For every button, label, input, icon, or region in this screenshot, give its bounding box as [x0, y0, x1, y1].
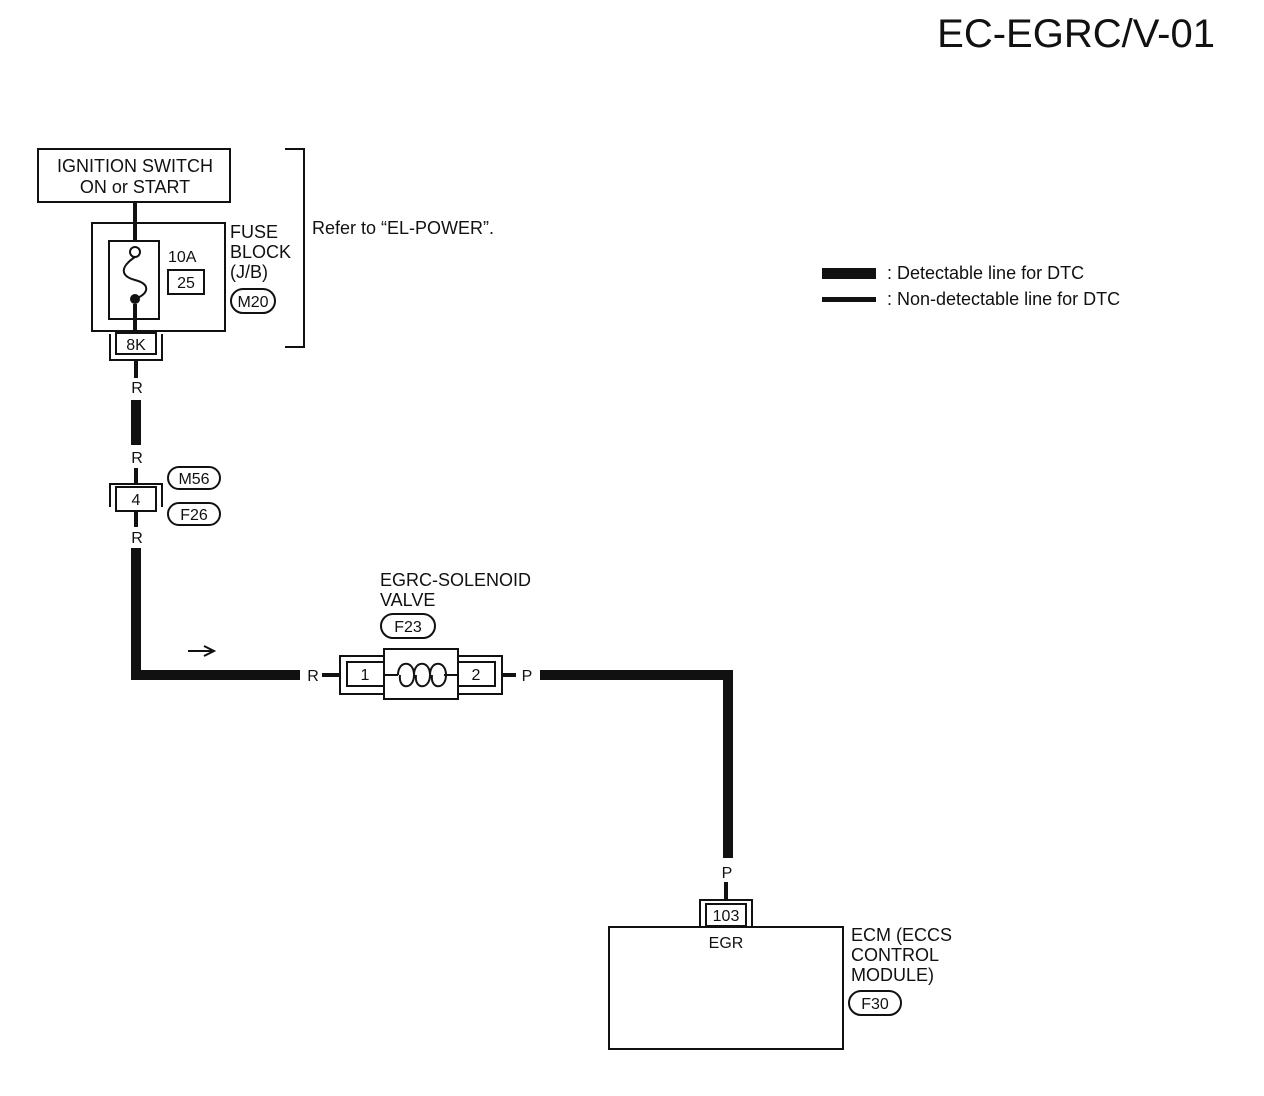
- wire-label-p-from-solenoid: P: [522, 668, 533, 685]
- ecm-terminal: 103: [713, 908, 740, 925]
- ecm: 103 EGR ECM (ECCS CONTROL MODULE) F30: [608, 899, 952, 1050]
- terminal-8k-label: 8K: [126, 337, 146, 354]
- legend-non-detectable-swatch: [822, 297, 876, 302]
- solenoid-connector: F23: [394, 619, 422, 636]
- joint-terminal: 4: [132, 492, 141, 509]
- refer-bracket: [285, 148, 305, 348]
- ecm-label-2: CONTROL: [851, 945, 939, 965]
- ecm-label-1: ECM (ECCS: [851, 925, 952, 945]
- fuse-block-label-2: BLOCK: [230, 242, 291, 262]
- joint-connector-a: M56: [178, 471, 209, 488]
- legend: : Detectable line for DTC : Non-detectab…: [822, 263, 1120, 309]
- legend-non-detectable: : Non-detectable line for DTC: [887, 289, 1120, 309]
- joint-connector-badge-a: [167, 466, 221, 490]
- fuse-block-connector-badge: [230, 288, 276, 314]
- ecm-connector-badge: [848, 990, 902, 1016]
- wire-label-r-to-solenoid: R: [307, 668, 319, 685]
- terminal-8k-inner: [115, 332, 157, 355]
- ignition-switch-label: IGNITION SWITCH: [57, 156, 213, 176]
- solenoid-connector-left-outer: [339, 655, 384, 695]
- joint-connector-b: F26: [180, 507, 208, 524]
- fuse-block-label-1: FUSE: [230, 222, 278, 242]
- fuse-block-connector: M20: [237, 294, 268, 311]
- wire-label-r-above-joint: R: [131, 450, 143, 467]
- ecm-terminal-outer: [699, 899, 753, 927]
- current-direction-arrow-icon: [188, 645, 217, 657]
- joint-connector-outer: [109, 483, 163, 507]
- egrc-solenoid-valve: EGRC-SOLENOID VALVE F23 1 2: [339, 570, 531, 700]
- page-title: EC-EGRC/V-01: [937, 12, 1215, 56]
- ecm-label-3: MODULE): [851, 965, 934, 985]
- ecm-box: [608, 926, 844, 1050]
- wire-label-r-below-joint: R: [131, 530, 143, 547]
- joint-connector: 4 M56 F26: [109, 466, 221, 526]
- fuse-block: 10A 25 FUSE BLOCK (J/B) M20: [91, 222, 291, 334]
- ignition-switch: IGNITION SWITCH ON or START: [37, 148, 231, 203]
- legend-detectable-swatch: [822, 268, 876, 279]
- wire-label-r-top: R: [131, 380, 143, 397]
- joint-connector-badge-b: [167, 502, 221, 526]
- solenoid-terminal-1: 1: [361, 667, 370, 684]
- ignition-switch-state: ON or START: [80, 177, 190, 197]
- solenoid-terminal-2-box: [457, 661, 496, 687]
- fuse-block-box: [91, 222, 226, 332]
- solenoid-label-2: VALVE: [380, 590, 435, 610]
- fuse-block-label-3: (J/B): [230, 262, 268, 282]
- ecm-terminal-name: EGR: [709, 935, 744, 952]
- fuse-terminal-8k: 8K: [109, 332, 163, 361]
- wire-label-p-to-ecm: P: [722, 865, 733, 882]
- fuse-number: 25: [177, 275, 195, 292]
- fuse-icon: [122, 256, 148, 300]
- solenoid-connector-badge: [380, 613, 436, 639]
- ecm-connector: F30: [861, 996, 889, 1013]
- fuse-bottom-terminal: [130, 294, 140, 304]
- fuse-number-box: [167, 269, 205, 295]
- coil-icon: [397, 662, 448, 688]
- refer-note: Refer to “EL-POWER”.: [312, 218, 494, 238]
- fuse-top-terminal: [129, 246, 141, 258]
- solenoid-label-1: EGRC-SOLENOID: [380, 570, 531, 590]
- wire-p-thick: [540, 670, 733, 858]
- wire-r-thick-2: [131, 548, 300, 680]
- legend-detectable: : Detectable line for DTC: [887, 263, 1084, 283]
- fuse-rating: 10A: [168, 249, 197, 266]
- solenoid-terminal-2: 2: [472, 667, 481, 684]
